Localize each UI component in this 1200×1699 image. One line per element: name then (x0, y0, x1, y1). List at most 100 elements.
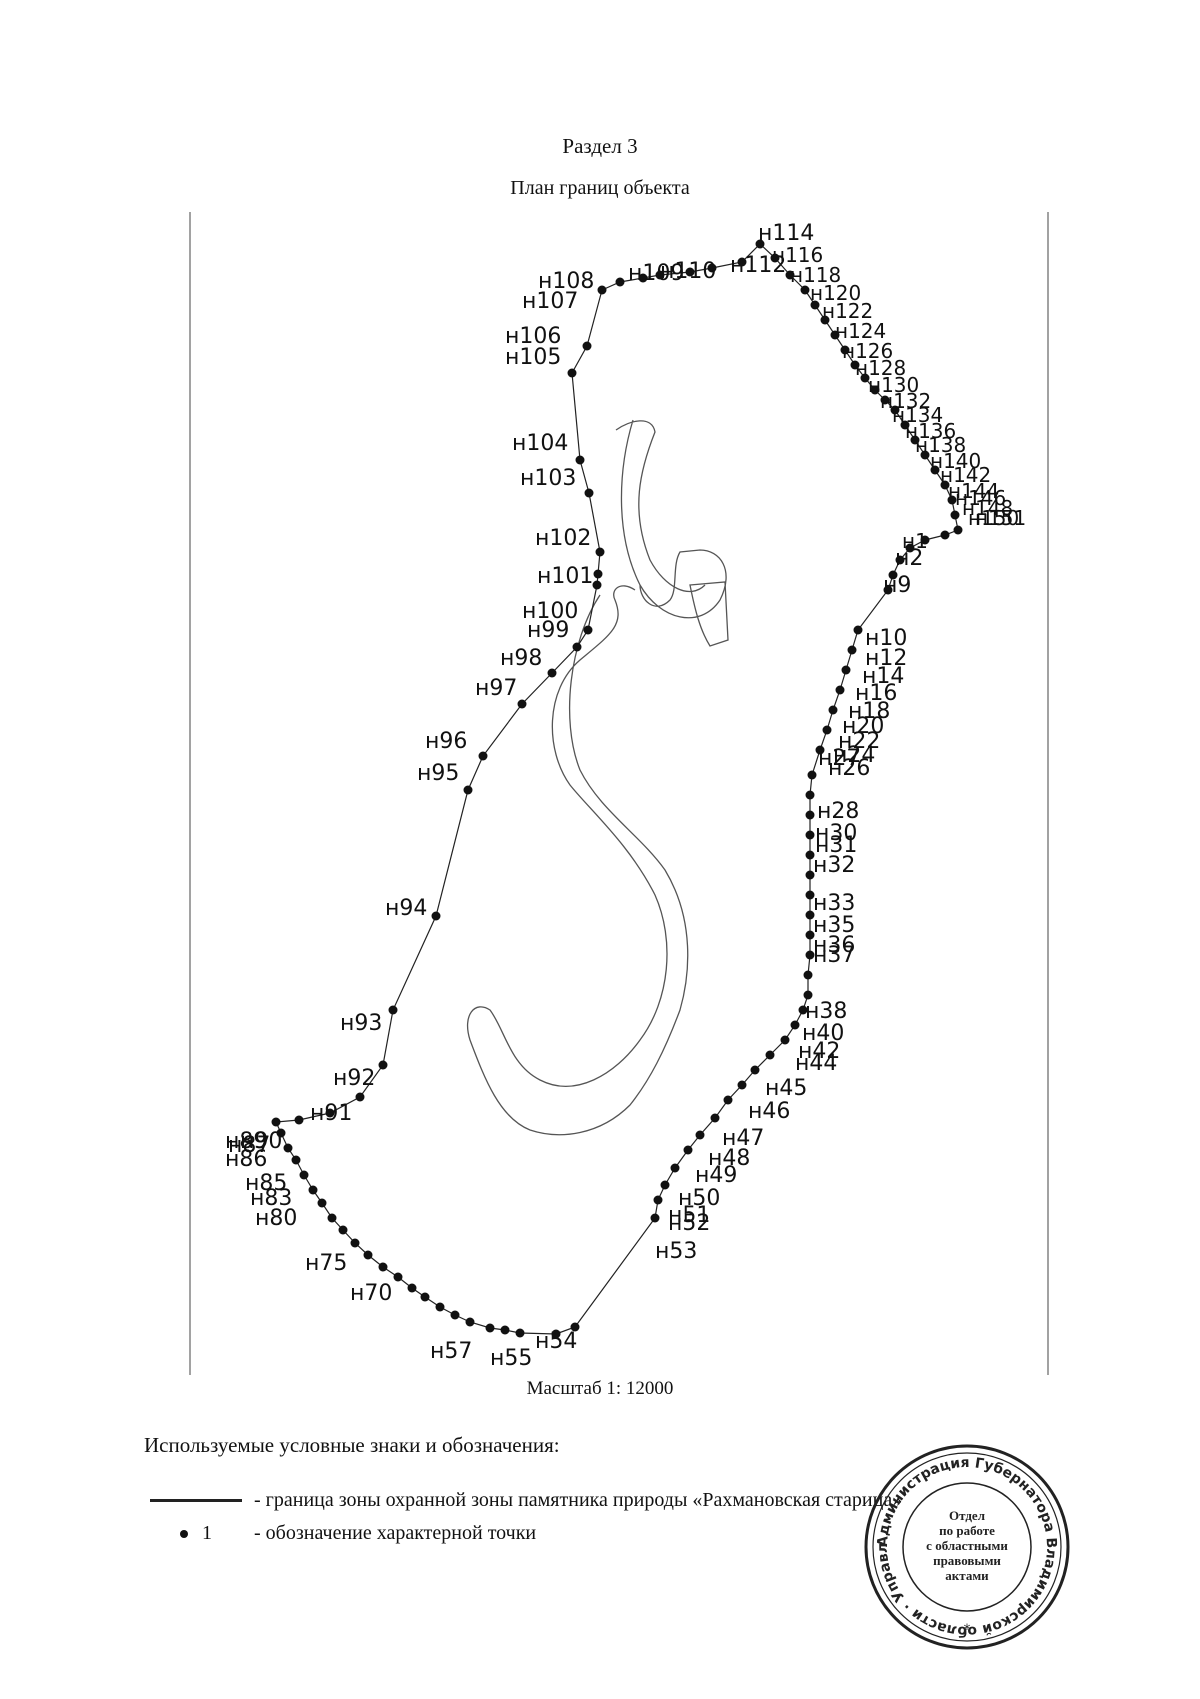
characteristic-point (910, 435, 920, 445)
characteristic-point (388, 1005, 398, 1015)
point-label-n108: н108 (538, 269, 594, 294)
characteristic-point (363, 1250, 373, 1260)
point-label-n24: н24 (833, 743, 875, 768)
characteristic-point (750, 1065, 760, 1075)
characteristic-point (805, 790, 815, 800)
point-label-n106: н106 (505, 324, 561, 349)
point-label-n142: н142 (940, 463, 991, 487)
point-dot-icon (180, 1529, 188, 1538)
point-label-n105: н105 (505, 345, 561, 370)
characteristic-point (820, 315, 830, 325)
characteristic-point (299, 1170, 309, 1180)
characteristic-point (860, 373, 870, 383)
point-label-n87: н87 (228, 1133, 270, 1158)
characteristic-point (695, 1130, 705, 1140)
characteristic-point (785, 270, 795, 280)
point-label-n151: н151 (975, 506, 1026, 530)
section-title: Раздел 3 (562, 134, 638, 158)
characteristic-point (420, 1292, 430, 1302)
characteristic-point (650, 1213, 660, 1223)
characteristic-point (463, 785, 473, 795)
characteristic-point (575, 455, 585, 465)
characteristic-point (815, 745, 825, 755)
characteristic-point (584, 488, 594, 498)
characteristic-point (805, 870, 815, 880)
boundary-line-symbol (148, 1499, 244, 1502)
characteristic-point (478, 751, 488, 761)
characteristic-point (803, 990, 813, 1000)
characteristic-point (790, 1020, 800, 1030)
legend-title: Используемые условные знаки и обозначени… (144, 1433, 560, 1457)
point-label-n150: н150 (968, 506, 1019, 530)
point-label-n126: н126 (842, 339, 893, 363)
point-label-n109: н109 (628, 261, 684, 286)
characteristic-point (805, 890, 815, 900)
characteristic-point (465, 1317, 475, 1327)
legend-point-row: 1 - обозначение характерной точки (148, 1522, 536, 1545)
characteristic-point (707, 263, 717, 273)
point-label-n2: н2 (895, 546, 923, 571)
point-label-n103: н103 (520, 466, 576, 491)
point-label-n102: н102 (535, 526, 591, 551)
characteristic-point (805, 850, 815, 860)
characteristic-point (500, 1325, 510, 1335)
characteristic-point (283, 1143, 293, 1153)
point-label-n97: н97 (475, 676, 517, 701)
point-label-n80: н80 (255, 1206, 297, 1231)
point-label-n101: н101 (537, 564, 593, 589)
characteristic-point (723, 1095, 733, 1105)
point-label-n10: н10 (865, 626, 907, 651)
characteristic-point (805, 930, 815, 940)
point-label-n122: н122 (822, 299, 873, 323)
point-label-n26: н26 (828, 756, 870, 781)
point-label-n146: н146 (955, 486, 1006, 510)
characteristic-point (765, 1050, 775, 1060)
characteristic-point (828, 705, 838, 715)
point-label-n138: н138 (915, 433, 966, 457)
characteristic-point (870, 385, 880, 395)
characteristic-point (930, 465, 940, 475)
point-label-n98: н98 (500, 646, 542, 671)
point-label-n91: н91 (310, 1101, 352, 1126)
characteristic-point (355, 1092, 365, 1102)
characteristic-point (953, 525, 963, 535)
point-label-n20: н20 (842, 714, 884, 739)
characteristic-point (737, 257, 747, 267)
characteristic-point (780, 1035, 790, 1045)
point-label-n44: н44 (795, 1051, 837, 1076)
point-label-n50: н50 (678, 1186, 720, 1211)
characteristic-point (810, 300, 820, 310)
point-label-n144: н144 (948, 479, 999, 503)
point-label-n40: н40 (802, 1021, 844, 1046)
characteristic-point (847, 645, 857, 655)
point-label-n53: н53 (655, 1239, 697, 1264)
point-label-n85: н85 (245, 1171, 287, 1196)
point-label-n30: н30 (815, 821, 857, 846)
characteristic-point (835, 685, 845, 695)
characteristic-point (888, 570, 898, 580)
point-label-n128: н128 (855, 356, 906, 380)
point-label-n70: н70 (350, 1281, 392, 1306)
characteristic-point (327, 1213, 337, 1223)
point-label-n132: н132 (880, 389, 931, 413)
characteristic-point (393, 1272, 403, 1282)
characteristic-point (920, 450, 930, 460)
characteristic-point (595, 547, 605, 557)
characteristic-point (920, 535, 930, 545)
characteristic-point (276, 1128, 286, 1138)
point-label-n92: н92 (333, 1066, 375, 1091)
point-label-n22: н22 (838, 729, 880, 754)
point-label-n112: н112 (730, 253, 786, 278)
characteristic-point (803, 970, 813, 980)
point-label-n140: н140 (930, 449, 981, 473)
point-label-n55: н55 (490, 1346, 532, 1371)
point-label-n37: н37 (813, 943, 855, 968)
characteristic-point (294, 1115, 304, 1125)
characteristic-point (805, 910, 815, 920)
characteristic-point (685, 267, 695, 277)
point-label-n51: н51 (668, 1203, 710, 1228)
point-label-n99: н99 (527, 618, 569, 643)
point-label-n86: н86 (225, 1147, 267, 1172)
point-label-n148: н148 (962, 496, 1013, 520)
characteristic-point (431, 911, 441, 921)
